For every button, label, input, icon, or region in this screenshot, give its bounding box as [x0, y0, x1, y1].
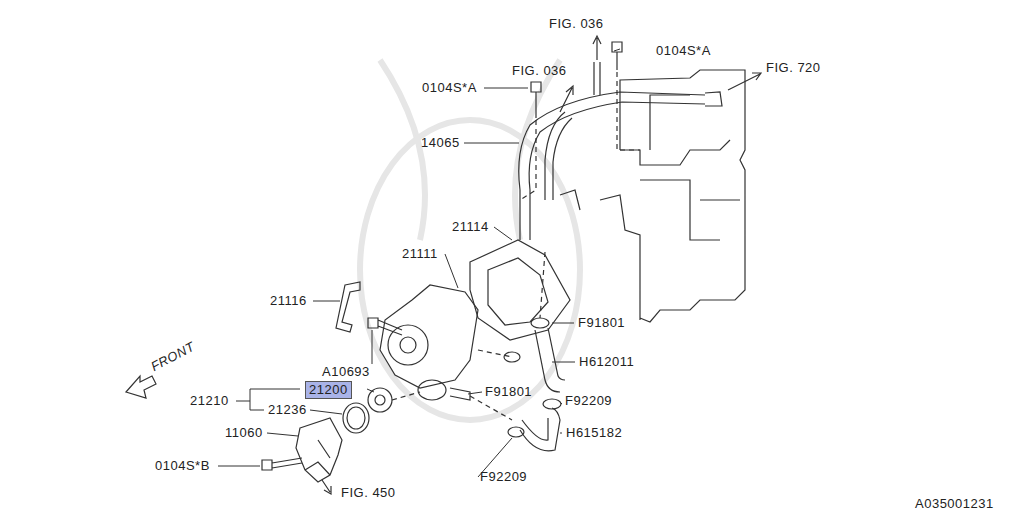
- arrow: [560, 86, 573, 112]
- part-number: 0104S*B: [155, 458, 210, 474]
- part-number: F91801: [578, 315, 625, 331]
- part-number: H615182: [566, 425, 622, 441]
- bracket-part: [336, 282, 360, 332]
- figure-reference: FIG. 450: [341, 485, 396, 501]
- pipe: [519, 92, 722, 240]
- water-pump: [380, 285, 478, 388]
- part-number: F92209: [565, 393, 612, 409]
- pump-hub: [400, 337, 416, 353]
- figure-reference: FIG. 720: [766, 60, 821, 76]
- bolt: [531, 42, 622, 118]
- part-number: A10693: [322, 364, 370, 380]
- hose: [535, 328, 565, 392]
- part-number: 11060: [225, 425, 263, 441]
- thermostat: [368, 388, 392, 412]
- clamp: [543, 399, 561, 409]
- gasket-ring: [347, 407, 365, 429]
- gasket-ring: [343, 403, 369, 433]
- leader-line: [218, 49, 620, 477]
- clamp: [504, 352, 520, 362]
- pump-nipple: [450, 388, 470, 400]
- gasket: [470, 240, 570, 340]
- part-number: 0104S*A: [422, 80, 477, 96]
- part-number: 21111: [402, 246, 438, 262]
- part-number: 21114: [452, 219, 489, 235]
- hose: [520, 408, 560, 451]
- pump-pulley: [388, 325, 428, 365]
- figure-reference: FIG. 036: [512, 63, 567, 79]
- clamp: [508, 427, 524, 437]
- pipe-branch: [545, 112, 572, 200]
- diagram-id: A035001231: [915, 496, 994, 512]
- dashed-line: [392, 392, 420, 400]
- arrow: [322, 480, 331, 494]
- thermostat-cover: [296, 418, 342, 482]
- bolt: [262, 458, 302, 470]
- dashed-line: [520, 72, 640, 200]
- dashed-line: [470, 252, 545, 420]
- direction-label: FRONT: [148, 339, 197, 375]
- bolt: [368, 318, 402, 335]
- thermostat: [375, 395, 385, 405]
- engine-detail: [560, 180, 740, 240]
- front-arrow: [126, 376, 156, 398]
- arrow: [728, 73, 761, 90]
- part-number: F91801: [485, 384, 532, 400]
- part-number: 21210: [190, 393, 229, 409]
- part-number: H612011: [579, 354, 634, 370]
- figure-reference: FIG. 036: [549, 16, 604, 32]
- part-number: 14065: [421, 135, 460, 151]
- pipe-stub: [594, 62, 600, 95]
- clamp: [531, 318, 549, 328]
- part-number: 21116: [270, 293, 307, 309]
- arrow: [593, 36, 601, 60]
- part-number: 21236: [268, 402, 307, 418]
- part-number: 21200: [309, 383, 348, 397]
- part-number: 0104S*A: [656, 43, 711, 59]
- part-number: F92209: [480, 469, 527, 485]
- highlighted-part: 21200: [305, 381, 352, 399]
- pump-outlet: [418, 380, 446, 400]
- engine-block: [600, 70, 745, 322]
